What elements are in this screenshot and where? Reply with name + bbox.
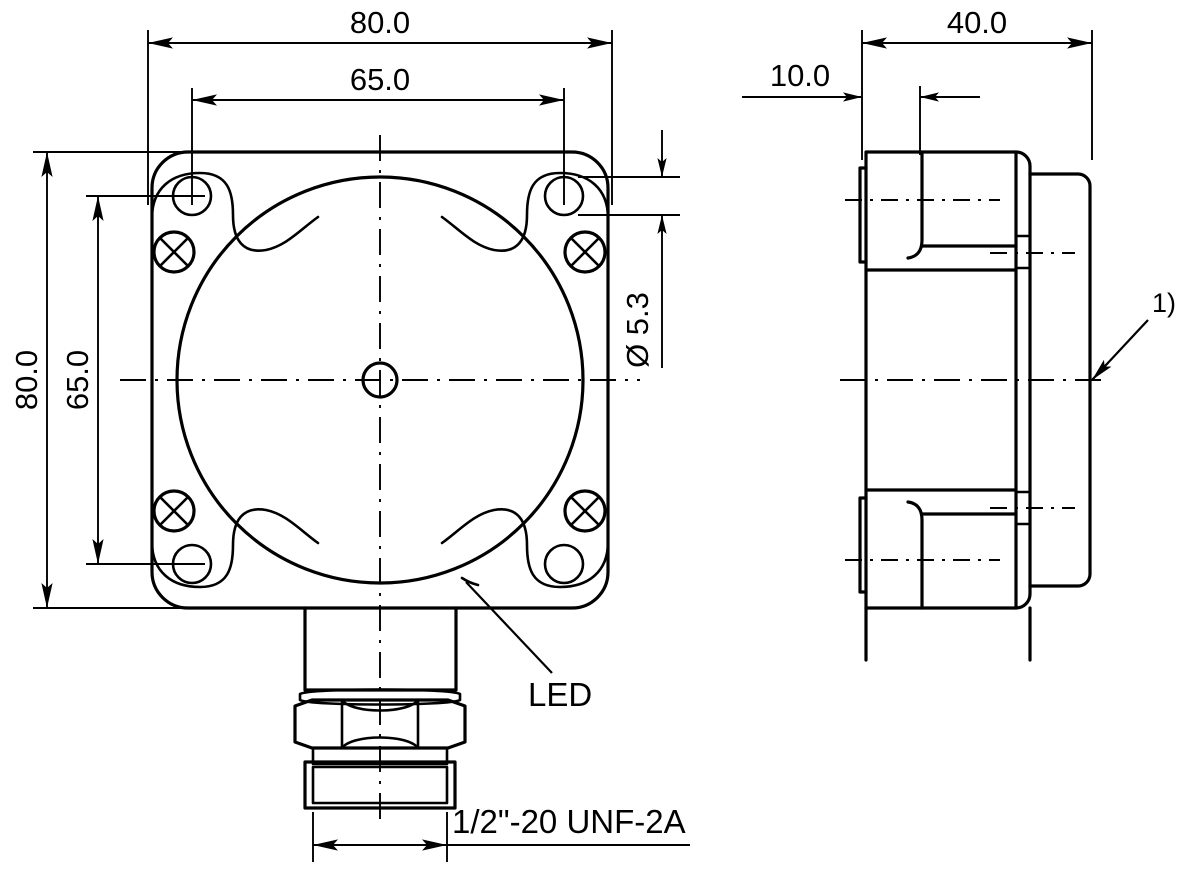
side-body-outline bbox=[858, 150, 1032, 610]
dimension-front-width-65: 65.0 bbox=[192, 62, 564, 106]
footnote-leader-line bbox=[1091, 319, 1149, 381]
front-extension-lines-left bbox=[33, 151, 205, 609]
corner-screw-top-left bbox=[152, 230, 196, 274]
hex-chamfer-arc-bottom bbox=[340, 736, 420, 750]
dimension-front-width-65-text: 65.0 bbox=[350, 62, 410, 97]
led-callout: LED bbox=[460, 576, 592, 713]
dimension-side-flange-10: 10.0 bbox=[742, 58, 980, 102]
corner-screw-bottom-right bbox=[563, 489, 607, 533]
connector-assembly bbox=[293, 606, 467, 810]
mounting-hole-bottom-left bbox=[171, 543, 213, 585]
front-center-lines bbox=[120, 135, 640, 820]
side-inner-step-top bbox=[906, 150, 924, 260]
front-extension-lines-top bbox=[147, 30, 613, 205]
dimension-side-flange-10-text: 10.0 bbox=[770, 58, 830, 93]
mounting-holes bbox=[171, 175, 585, 585]
side-center-lines bbox=[840, 199, 1110, 561]
corner-screws bbox=[152, 230, 607, 533]
side-connector-stub-walls bbox=[864, 606, 1032, 662]
side-extension-lines bbox=[861, 30, 1093, 160]
corner-screw-bottom-left bbox=[152, 489, 196, 533]
side-view: 40.0 10.0 bbox=[742, 5, 1176, 662]
footnote-callout: 1) bbox=[1091, 288, 1176, 381]
side-connector-stub bbox=[864, 606, 1032, 662]
footnote-marker-label: 1) bbox=[1152, 288, 1176, 318]
led-label: LED bbox=[528, 676, 592, 713]
dimension-front-height-80-text: 80.0 bbox=[9, 350, 44, 410]
threaded-section-inner bbox=[311, 765, 449, 805]
mounting-hole-bottom-right bbox=[543, 543, 585, 585]
front-view: 80.0 65.0 80.0 65.0 bbox=[9, 5, 690, 862]
dimension-front-height-80: 80.0 bbox=[9, 152, 53, 608]
led-leader-line bbox=[465, 581, 553, 674]
mounting-hole-top-left bbox=[171, 175, 213, 217]
hex-chamfer-arc-top bbox=[340, 698, 420, 712]
connector-washer bbox=[298, 688, 462, 706]
dimension-thread: 1/2"-20 UNF-2A bbox=[312, 803, 690, 862]
dimension-front-width-80-text: 80.0 bbox=[350, 5, 410, 40]
side-boss-top bbox=[858, 166, 868, 264]
thread-shoulder bbox=[311, 746, 449, 766]
dimension-front-width-80: 80.0 bbox=[148, 5, 612, 49]
dimension-hole-diameter: Ø 5.3 bbox=[578, 130, 680, 368]
side-inner-step-bottom bbox=[906, 500, 924, 610]
thread-label: 1/2"-20 UNF-2A bbox=[452, 803, 686, 840]
connector-hex-nut bbox=[293, 698, 467, 750]
dimension-side-depth-40: 40.0 bbox=[862, 5, 1092, 49]
mounting-hole-top-right bbox=[543, 175, 585, 217]
side-boss-bottom bbox=[858, 496, 868, 594]
dimension-hole-diameter-text: Ø 5.3 bbox=[620, 292, 655, 368]
front-body-outline bbox=[150, 150, 610, 610]
dimension-side-depth-40-text: 40.0 bbox=[947, 5, 1007, 40]
corner-screw-top-right bbox=[563, 230, 607, 274]
front-inner-shoulder-profile bbox=[150, 171, 610, 589]
dimension-front-height-65-text: 65.0 bbox=[60, 350, 95, 410]
dimension-front-height-65: 65.0 bbox=[60, 196, 104, 564]
threaded-section-outer bbox=[303, 760, 457, 810]
led-notch bbox=[460, 576, 480, 587]
